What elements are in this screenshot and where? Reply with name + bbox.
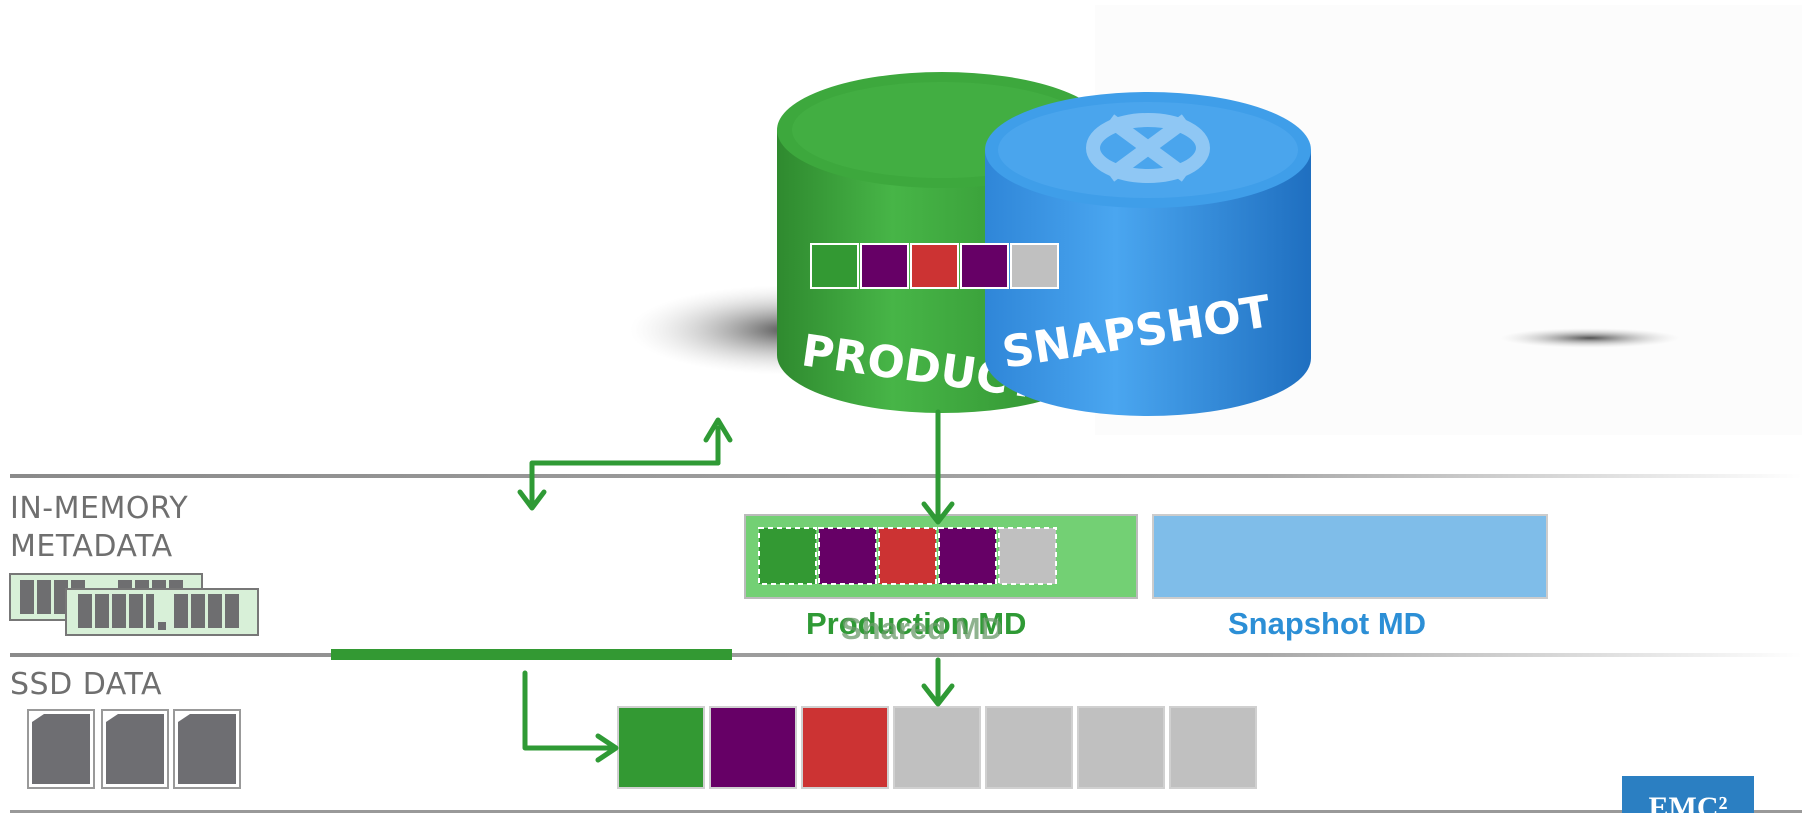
- bottom-line: [10, 810, 1802, 813]
- production-md-label: Production MD: [806, 606, 1027, 641]
- volume-block: [810, 243, 859, 289]
- volume-block: [910, 243, 959, 289]
- memory-layer-line: [10, 474, 1802, 478]
- ssd-block: [1077, 706, 1165, 789]
- emc-logo: EMC²: [1622, 776, 1754, 813]
- snapshot-md-box: [1152, 514, 1548, 599]
- md-block: [878, 527, 937, 585]
- snapshot-shadow: [1500, 328, 1680, 348]
- flow-arrows: [517, 409, 955, 763]
- snapshot-md-label: Snapshot MD: [1228, 606, 1427, 641]
- ssd-block: [801, 706, 889, 789]
- volume-block: [860, 243, 909, 289]
- md-block: [998, 527, 1057, 585]
- ssd-layer-line: [10, 653, 1802, 657]
- ssd-icon: [27, 709, 95, 789]
- md-block: [938, 527, 997, 585]
- arrow-volume-to-md-head: [921, 501, 955, 525]
- volume-block: [1010, 243, 1059, 289]
- arrow-return-left-head: [517, 489, 547, 511]
- volume-block: [960, 243, 1009, 289]
- ssd-data-label: SSD DATA: [10, 667, 163, 702]
- vmware-x-icon: [1086, 113, 1210, 183]
- in-memory-label-line2: METADATA: [10, 529, 173, 564]
- ssd-block: [893, 706, 981, 789]
- ssd-block: [617, 706, 705, 789]
- ssd-icon: [101, 709, 169, 789]
- ssd-block: [1169, 706, 1257, 789]
- in-memory-metadata-label: IN-MEMORY METADATA: [10, 490, 188, 566]
- ssd-block: [709, 706, 797, 789]
- shared-md-label: Shared MD: [841, 611, 1003, 646]
- md-block: [818, 527, 877, 585]
- arrow-up-right-head: [703, 417, 733, 443]
- ssd-block: [985, 706, 1073, 789]
- arrow-return-left: [529, 460, 721, 509]
- md-block: [758, 527, 817, 585]
- memory-module-icon: [9, 573, 259, 636]
- ssd-icon: [173, 709, 241, 789]
- green-bar: [331, 649, 732, 660]
- production-md-blocks: [758, 527, 1057, 585]
- in-memory-label-line1: IN-MEMORY: [10, 491, 189, 526]
- volume-blocks: [810, 243, 1059, 289]
- arrow-to-ssd-blocks-head: [595, 733, 619, 763]
- ssd-data-blocks: [617, 706, 1257, 789]
- arrow-md-to-ssd-head: [921, 683, 955, 707]
- ssd-drive-icons: [27, 709, 241, 789]
- arrow-to-ssd-blocks: [522, 670, 615, 751]
- snapshot-volume-icon: SNAPSHOT: [985, 92, 1311, 416]
